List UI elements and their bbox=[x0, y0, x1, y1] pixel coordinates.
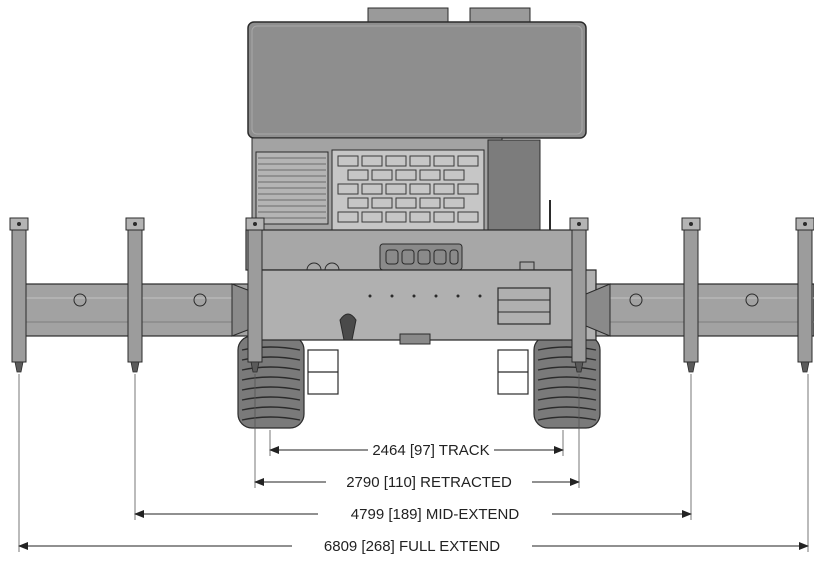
stabilizer-leg-full-left bbox=[9, 217, 29, 373]
dimension-label-retracted: 2790 [110] RETRACTED bbox=[346, 474, 512, 491]
dimension-mid-extend: 4799 [189] MID-EXTEND bbox=[134, 506, 692, 523]
dimension-label-mid-extend: 4799 [189] MID-EXTEND bbox=[351, 506, 520, 523]
engine-compartment bbox=[251, 137, 551, 250]
right-outrigger-beam bbox=[585, 283, 814, 337]
stabilizer-leg-mid-left bbox=[125, 217, 145, 373]
right-wheel bbox=[533, 335, 601, 429]
access-steps bbox=[307, 349, 529, 395]
center-chassis bbox=[245, 229, 597, 345]
dimension-retracted: 2790 [110] RETRACTED bbox=[254, 474, 580, 491]
dimension-label-full-extend: 6809 [268] FULL EXTEND bbox=[324, 538, 500, 555]
stabilizer-leg-mid-right bbox=[681, 217, 701, 373]
dimension-track: 2464 [97] TRACK bbox=[269, 442, 564, 459]
stabilizer-legs bbox=[9, 217, 814, 373]
stabilizer-leg-full-right bbox=[795, 217, 814, 373]
extension-lines bbox=[18, 374, 809, 552]
dimension-full-extend: 6809 [268] FULL EXTEND bbox=[18, 538, 809, 555]
engine-cover bbox=[247, 7, 587, 139]
dimension-label-track: 2464 [97] TRACK bbox=[372, 442, 489, 459]
stabilizer-leg-retracted-left bbox=[245, 217, 265, 373]
vent-panel bbox=[331, 149, 485, 231]
stabilizer-leg-retracted-right bbox=[569, 217, 589, 373]
